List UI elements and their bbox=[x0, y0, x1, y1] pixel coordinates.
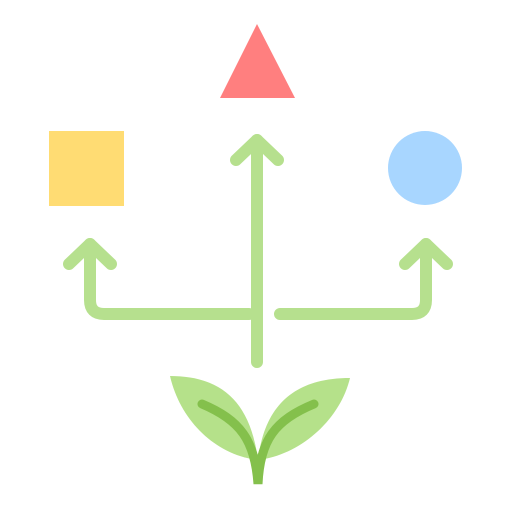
square-shape-icon bbox=[49, 131, 124, 206]
triangle-shape-icon bbox=[220, 24, 295, 98]
center-arrow-head bbox=[230, 134, 284, 166]
left-leaf bbox=[170, 376, 258, 460]
sprout-stem bbox=[197, 399, 319, 485]
right-arrow-head bbox=[399, 238, 453, 270]
circle-shape-icon bbox=[388, 131, 462, 205]
left-arrow-head bbox=[63, 238, 117, 270]
right-leaf bbox=[258, 378, 350, 460]
right-arrow-shaft bbox=[274, 238, 432, 320]
branching-arrows-icon bbox=[63, 134, 453, 368]
sprout-icon bbox=[170, 376, 350, 485]
left-arrow-shaft bbox=[84, 238, 255, 320]
